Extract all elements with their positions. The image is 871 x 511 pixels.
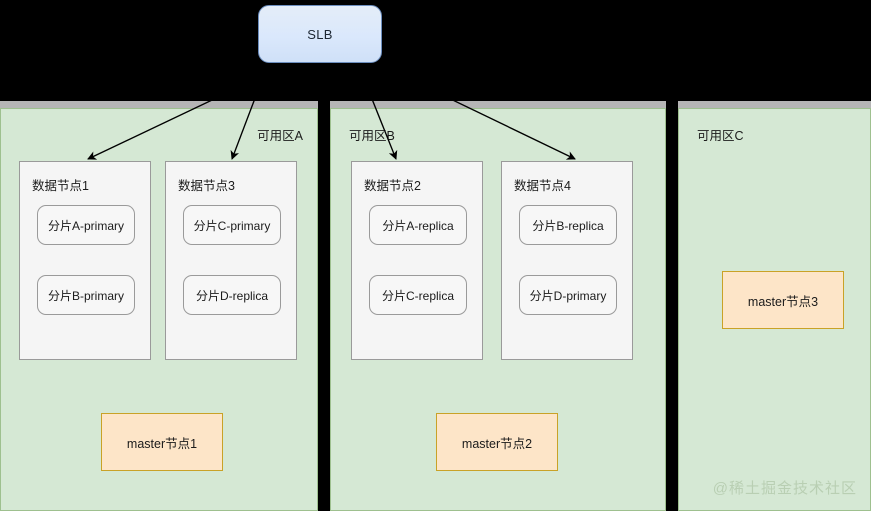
- zone-c-label: 可用区C: [697, 129, 744, 143]
- availability-zone-a: 可用区A 数据节点1 分片A-primary 分片B-primary 数据节点3…: [0, 108, 318, 511]
- zone-top-strip-c: [678, 101, 871, 109]
- data-node-panel-1[interactable]: 数据节点1 分片A-primary 分片B-primary: [19, 161, 151, 360]
- data-node-panel-2[interactable]: 数据节点2 分片A-replica 分片C-replica: [351, 161, 483, 360]
- shard-c-replica[interactable]: 分片C-replica: [369, 275, 467, 315]
- data-node-1-title: 数据节点1: [32, 179, 89, 193]
- shard-d-primary[interactable]: 分片D-primary: [519, 275, 617, 315]
- master-node-1[interactable]: master节点1: [101, 413, 223, 471]
- shard-a-replica[interactable]: 分片A-replica: [369, 205, 467, 245]
- data-node-panel-4[interactable]: 数据节点4 分片B-replica 分片D-primary: [501, 161, 633, 360]
- availability-zone-c: 可用区C master节点3: [678, 108, 871, 511]
- shard-b-primary[interactable]: 分片B-primary: [37, 275, 135, 315]
- shard-b-replica[interactable]: 分片B-replica: [519, 205, 617, 245]
- availability-zone-b: 可用区B 数据节点2 分片A-replica 分片C-replica 数据节点4…: [330, 108, 666, 511]
- data-node-4-title: 数据节点4: [514, 179, 571, 193]
- shard-c-primary[interactable]: 分片C-primary: [183, 205, 281, 245]
- master-node-3[interactable]: master节点3: [722, 271, 844, 329]
- data-node-2-title: 数据节点2: [364, 179, 421, 193]
- shard-d-replica[interactable]: 分片D-replica: [183, 275, 281, 315]
- slb-label: SLB: [307, 26, 333, 42]
- shard-a-primary[interactable]: 分片A-primary: [37, 205, 135, 245]
- zone-b-label: 可用区B: [349, 129, 395, 143]
- site-watermark: @稀土掘金技术社区: [712, 480, 857, 497]
- slb-load-balancer[interactable]: SLB: [258, 5, 382, 63]
- master-node-2[interactable]: master节点2: [436, 413, 558, 471]
- zone-a-label: 可用区A: [257, 129, 303, 143]
- data-node-panel-3[interactable]: 数据节点3 分片C-primary 分片D-replica: [165, 161, 297, 360]
- data-node-3-title: 数据节点3: [178, 179, 235, 193]
